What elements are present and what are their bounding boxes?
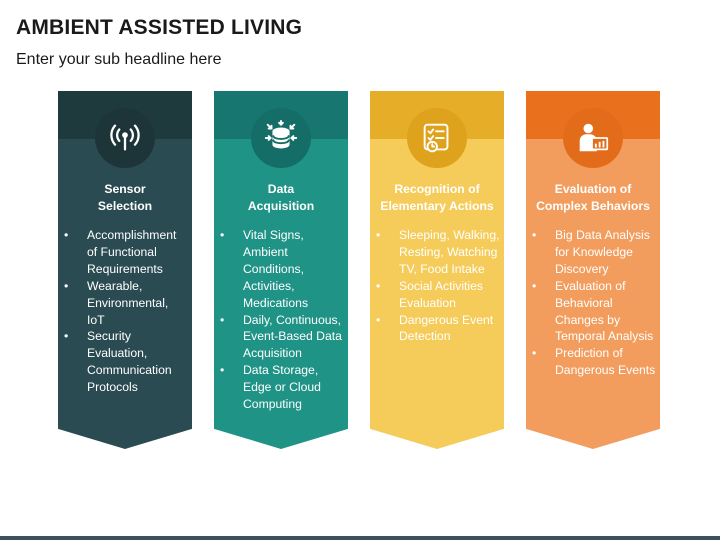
card-bullet-list: Accomplishment of Functional Requirement…	[64, 227, 188, 396]
wireless-signal-icon	[95, 108, 155, 168]
card-heading: Sensor Selection	[97, 182, 153, 213]
list-item: Daily, Continuous, Event-Based Data Acqu…	[220, 312, 344, 363]
card-bullet-list: Sleeping, Walking, Resting, Watching TV,…	[376, 227, 500, 345]
card-heading: Evaluation of Complex Behaviors	[536, 182, 650, 213]
database-arrows-icon	[251, 108, 311, 168]
card-recognition-elementary-actions: Recognition of Elementary Actions Sleepi…	[370, 91, 504, 449]
list-item: Security Evaluation, Communication Proto…	[64, 328, 188, 396]
card-heading: Recognition of Elementary Actions	[380, 182, 494, 213]
list-item: Data Storage, Edge or Cloud Computing	[220, 362, 344, 413]
checklist-clock-icon	[407, 108, 467, 168]
list-item: Prediction of Dangerous Events	[532, 345, 656, 379]
list-item: Dangerous Event Detection	[376, 312, 500, 346]
list-item: Accomplishment of Functional Requirement…	[64, 227, 188, 278]
card-bullet-list: Big Data Analysis for Knowledge Discover…	[532, 227, 656, 379]
page-subtitle: Enter your sub headline here	[16, 51, 222, 68]
list-item: Wearable, Environmental, IoT	[64, 278, 188, 329]
page-title: AMBIENT ASSISTED LIVING	[16, 16, 303, 39]
card-bullet-list: Vital Signs, Ambient Conditions, Activit…	[220, 227, 344, 413]
card-evaluation-complex-behaviors: Evaluation of Complex Behaviors Big Data…	[526, 91, 660, 449]
card-data-acquisition: Data Acquisition Vital Signs, Ambient Co…	[214, 91, 348, 449]
user-presentation-icon	[563, 108, 623, 168]
list-item: Big Data Analysis for Knowledge Discover…	[532, 227, 656, 278]
list-item: Vital Signs, Ambient Conditions, Activit…	[220, 227, 344, 312]
list-item: Evaluation of Behavioral Changes by Temp…	[532, 278, 656, 346]
footer-bar	[0, 536, 720, 540]
card-sensor-selection: Sensor Selection Accomplishment of Funct…	[58, 91, 192, 449]
list-item: Sleeping, Walking, Resting, Watching TV,…	[376, 227, 500, 278]
list-item: Social Activities Evaluation	[376, 278, 500, 312]
card-heading: Data Acquisition	[247, 182, 315, 213]
